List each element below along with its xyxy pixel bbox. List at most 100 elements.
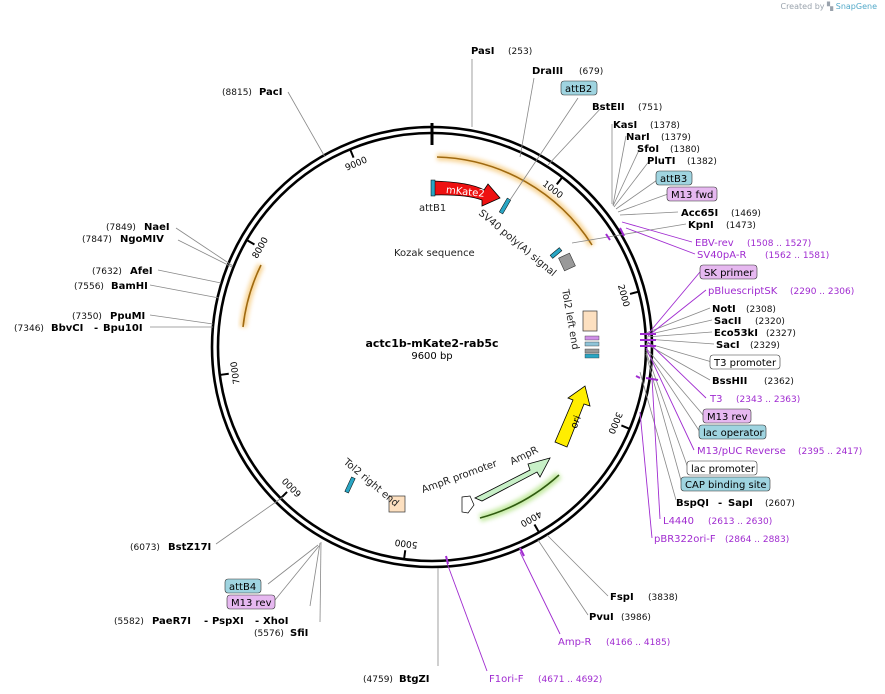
leader-xhoi [309, 542, 321, 607]
enzyme-ngomiv-pos: (7847) [82, 235, 112, 245]
kb-tick-9000 [349, 148, 355, 158]
enzyme-sfoi: SfoI [637, 144, 659, 155]
t3promoter-text: T3 promoter [713, 358, 777, 369]
lacoperator-text: lac operator [703, 428, 764, 439]
leader-paci [287, 91, 326, 158]
kb-tick-3000 [621, 424, 631, 430]
enzyme-ppumi: PpuMI [110, 311, 145, 322]
enzyme-naei-pos: (7849) [106, 223, 136, 233]
leader-draiii [519, 77, 535, 158]
enzyme-pvui-pos: (3986) [621, 613, 651, 623]
enzyme-fspi-pos: (3838) [648, 593, 678, 603]
enzyme-ppumi-pos: (7350) [72, 312, 102, 322]
tol2-right-box [388, 495, 406, 513]
enzyme-btgzi-pos: (4759) [363, 675, 393, 685]
leader-ppumi [149, 314, 214, 325]
boxed-labels: attB2 attB3 M13 fwd SK primer T3 promote… [224, 80, 781, 610]
primer-ebvrev: EBV-rev [695, 238, 734, 249]
leader-m13fwd [617, 193, 669, 213]
leader-pvui [537, 539, 589, 616]
primer-labels: EBV-rev (1508 .. 1527) SV40pA-R (1562 ..… [489, 238, 862, 685]
enzyme-nari: NarI [626, 132, 650, 143]
enzyme-draiii: DraIII [532, 66, 563, 77]
leader-pluti [613, 159, 651, 208]
leader-ampr [519, 551, 561, 635]
enzyme-bspqi-pos: (2607) [765, 499, 795, 509]
primer-l4440-range: (2613 .. 2630) [708, 517, 772, 527]
orf-arc-2-line [242, 264, 262, 328]
enzyme-sfii-pos: (5576) [254, 629, 284, 639]
kb-label-7000: 7000 [230, 361, 243, 385]
leader-eco53ki [645, 331, 713, 338]
enzyme-fspi: FspI [610, 592, 634, 603]
sv40-mark [549, 247, 563, 259]
primer-ampr-range: (4166 .. 4185) [606, 638, 670, 648]
enzyme-paci: PacI [259, 87, 282, 98]
attb2-box [560, 80, 598, 96]
enzyme-draiii-pos: (679) [579, 67, 603, 77]
enzyme-bspqi-dash: - [718, 498, 722, 509]
attb4-text: attB4 [229, 582, 256, 593]
kb-tick-8000 [246, 239, 255, 246]
enzyme-kpni-pos: (1473) [726, 221, 756, 231]
enzyme-sacii-pos: (2320) [755, 317, 785, 327]
kb-label-4000: 4000 [518, 508, 543, 528]
primer-l4440: L4440 [663, 516, 694, 527]
leader-nari [612, 135, 627, 206]
orf-arc-1 [436, 153, 595, 247]
primer-pbluescript: pBluescriptSK [708, 286, 778, 297]
mkate2-feature: mKate2 [431, 180, 501, 207]
orf-arc-1-line [436, 156, 593, 246]
primer-pbr322-range: (2864 .. 2883) [725, 535, 789, 545]
enzyme-paer7i: PaeR7I [152, 616, 191, 627]
primer-sv40par-range: (1562 .. 1581) [765, 251, 829, 261]
primer-t3-range: (2343 .. 2363) [736, 395, 800, 405]
leader-bstz17i [215, 496, 284, 545]
enzyme-labels-right: PasI (253) DraIII (679) BstEII (751) Kas… [471, 46, 796, 623]
pm-1 [619, 227, 625, 237]
leader-f1ori [446, 562, 488, 672]
leader-lacpromoter [645, 351, 689, 469]
kb-label-2000: 2000 [615, 284, 631, 309]
tol2-left-mark-1 [584, 335, 600, 341]
primer-m13puc-range: (2395 .. 2417) [798, 447, 862, 457]
enzyme-bbvci: BbvCI [51, 323, 83, 334]
enzyme-bamhi-pos: (7556) [74, 282, 104, 292]
leader-t3 [647, 341, 707, 399]
m13fwd-box [666, 186, 718, 202]
leader-sacii [645, 319, 713, 336]
enzyme-labels-left: (8815) PacI (7849) NaeI (7847) NgoMIV (7… [14, 87, 430, 685]
enzyme-acc65i: Acc65I [681, 208, 718, 219]
primer-m13puc: M13/pUC Reverse [697, 446, 786, 457]
enzyme-bsshii-pos: (2362) [764, 377, 794, 387]
leader-attb4 [267, 544, 319, 585]
tol2-left-box [582, 310, 598, 332]
primer-f1ori-range: (4671 .. 4692) [538, 675, 602, 685]
kb-tick-7000 [219, 372, 229, 376]
attb3-text: attB3 [660, 174, 687, 185]
enzyme-bpu10i: Bpu10I [103, 323, 143, 334]
enzyme-nari-pos: (1379) [661, 133, 691, 143]
credit-prefix: Created by [780, 2, 825, 11]
primer-f1ori: F1ori-F [489, 674, 524, 685]
enzyme-btgzi: BtgZI [399, 674, 430, 685]
enzyme-paer7i-dash2: - [255, 616, 259, 627]
enzyme-noti: NotI [712, 304, 736, 315]
tol2-left-mark-2 [584, 341, 600, 347]
enzyme-bstz17i: BstZ17I [168, 542, 211, 553]
ampr-promoter-label: AmpR promoter [420, 458, 499, 496]
leader-bsteii [547, 106, 603, 166]
enzyme-pvui: PvuI [589, 612, 614, 623]
primer-sv40par: SV40pA-R [697, 250, 746, 261]
enzyme-pspxi: PspXI [212, 616, 244, 627]
sv40-marker [498, 197, 512, 215]
leader-ebvrev [621, 221, 693, 243]
ampr-arrow [474, 457, 551, 502]
kb-tick-6000 [279, 491, 288, 500]
pm-2 [605, 233, 611, 241]
enzyme-bsteii: BstEII [592, 102, 625, 113]
leader-attb2 [509, 97, 579, 201]
attb1-marker [430, 179, 436, 197]
m13rev2-box [226, 594, 276, 610]
